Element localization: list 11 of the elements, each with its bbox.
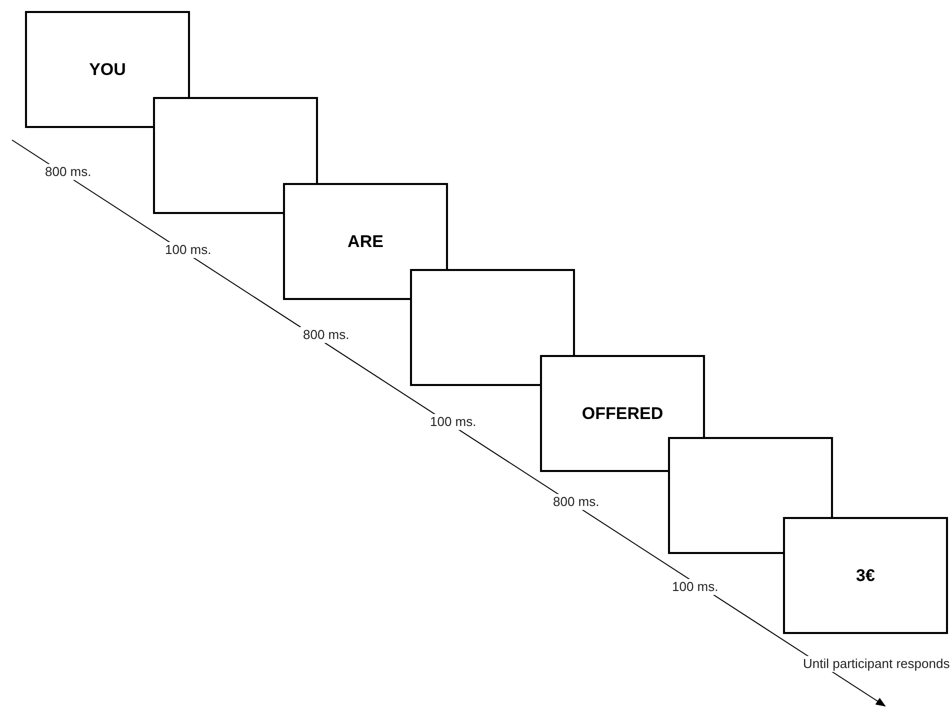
stimulus-word: YOU xyxy=(89,58,126,81)
blank-screen-box xyxy=(668,437,833,554)
blank-screen-box xyxy=(153,97,318,214)
stimulus-word: OFFERED xyxy=(582,402,664,425)
stimulus-box xyxy=(783,517,948,634)
stimulus-box xyxy=(25,11,190,128)
blank-screen-box xyxy=(410,269,575,386)
stimulus-box xyxy=(283,183,448,300)
stimulus-box xyxy=(540,355,705,472)
stimulus-word: 3€ xyxy=(856,564,875,587)
stimulus-word: ARE xyxy=(348,230,384,253)
